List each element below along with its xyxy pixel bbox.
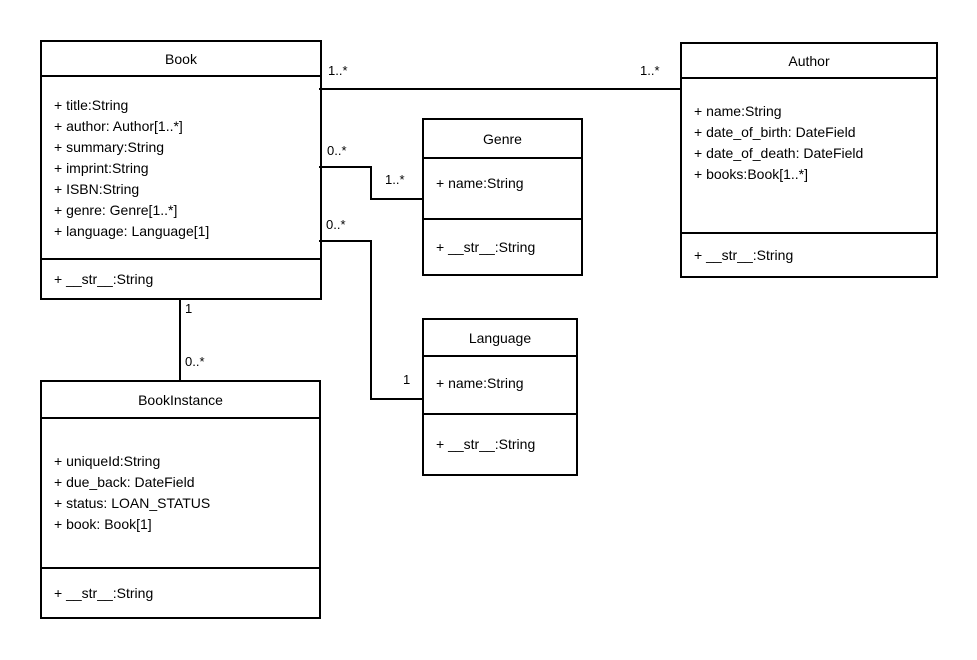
class-attribute: + name:String xyxy=(436,175,524,191)
multiplicity-book-author-near-book: 1..* xyxy=(328,63,348,78)
multiplicity-book-bookinstance-near-book: 1 xyxy=(185,301,193,316)
class-box-bookinstance: BookInstance + uniqueId:String + due_bac… xyxy=(40,380,321,619)
class-attributes-language: + name:String xyxy=(424,357,576,415)
multiplicity-book-genre-near-genre: 1..* xyxy=(385,172,405,187)
edge-book-genre-segment xyxy=(370,166,372,200)
class-method: + __str__:String xyxy=(436,238,536,255)
class-attribute: + summary:String xyxy=(54,139,165,155)
class-methods-bookinstance: + __str__:String xyxy=(42,569,319,617)
edge-book-genre-segment xyxy=(319,166,372,168)
class-attribute: + imprint:String xyxy=(54,160,149,176)
class-title-genre: Genre xyxy=(424,120,581,159)
edge-book-author xyxy=(319,88,680,90)
class-method: + __str__:String xyxy=(54,584,154,601)
class-attributes-bookinstance: + uniqueId:String + due_back: DateField … xyxy=(42,419,319,569)
class-attribute: + books:Book[1..*] xyxy=(694,166,809,182)
class-box-author: Author + name:String + date_of_birth: Da… xyxy=(680,42,938,278)
class-attribute: + date_of_death: DateField xyxy=(694,145,864,161)
class-attribute: + date_of_birth: DateField xyxy=(694,124,856,140)
class-attribute: + due_back: DateField xyxy=(54,474,195,490)
class-attribute: + author: Author[1..*] xyxy=(54,118,183,134)
class-box-genre: Genre + name:String + __str__:String xyxy=(422,118,583,276)
multiplicity-book-language-near-book: 0..* xyxy=(326,217,346,232)
class-attribute: + status: LOAN_STATUS xyxy=(54,495,211,511)
class-method: + __str__:String xyxy=(694,246,794,263)
class-methods-language: + __str__:String xyxy=(424,415,576,474)
multiplicity-book-language-near-language: 1 xyxy=(403,372,411,387)
class-title-bookinstance: BookInstance xyxy=(42,382,319,419)
edge-book-language-segment xyxy=(319,240,372,242)
class-attribute: + book: Book[1] xyxy=(54,516,152,532)
class-attribute: + name:String xyxy=(436,375,524,391)
class-box-book: Book + title:String + author: Author[1..… xyxy=(40,40,322,300)
class-method: + __str__:String xyxy=(54,270,154,287)
multiplicity-book-author-near-author: 1..* xyxy=(640,63,660,78)
class-attribute: + name:String xyxy=(694,103,782,119)
edge-book-language-segment xyxy=(370,398,422,400)
class-box-language: Language + name:String + __str__:String xyxy=(422,318,578,476)
edge-book-bookinstance xyxy=(179,298,181,382)
class-attribute: + genre: Genre[1..*] xyxy=(54,202,178,218)
class-title-book: Book xyxy=(42,42,320,77)
class-attribute: + uniqueId:String xyxy=(54,453,161,469)
class-attributes-book: + title:String + author: Author[1..*] + … xyxy=(42,77,320,260)
class-title-language: Language xyxy=(424,320,576,357)
class-attribute: + language: Language[1] xyxy=(54,223,210,239)
edge-book-genre-segment xyxy=(370,198,422,200)
class-methods-book: + __str__:String xyxy=(42,260,320,298)
class-attributes-genre: + name:String xyxy=(424,159,581,220)
edge-book-language-segment xyxy=(370,240,372,400)
multiplicity-book-genre-near-book: 0..* xyxy=(327,143,347,158)
class-method: + __str__:String xyxy=(436,436,536,452)
class-attribute: + title:String xyxy=(54,97,129,113)
multiplicity-book-bookinstance-near-instance: 0..* xyxy=(185,354,205,369)
class-attributes-author: + name:String + date_of_birth: DateField… xyxy=(682,79,936,234)
class-methods-author: + __str__:String xyxy=(682,234,936,276)
class-title-author: Author xyxy=(682,44,936,79)
class-attribute: + ISBN:String xyxy=(54,181,140,197)
class-methods-genre: + __str__:String xyxy=(424,220,581,274)
